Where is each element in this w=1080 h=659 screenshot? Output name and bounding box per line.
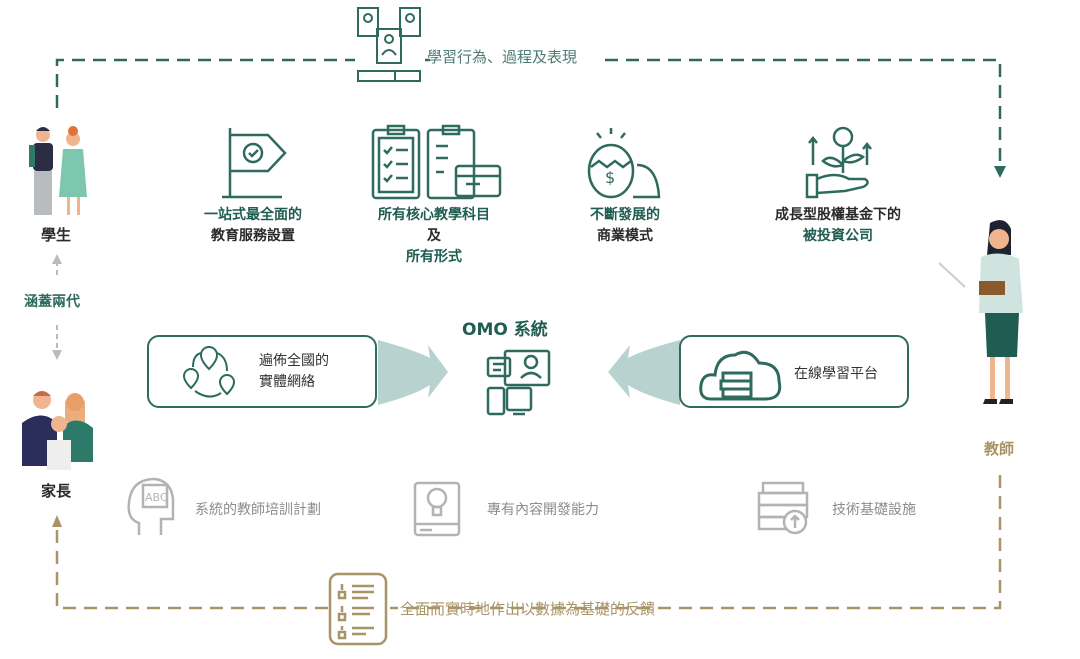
- feature-line: 及: [427, 228, 441, 244]
- feature-line: 教育服務設置: [211, 228, 295, 244]
- omo-title: OMO 系統: [462, 320, 548, 340]
- feature-line: 不斷發展的: [590, 207, 660, 223]
- feature-core-subjects: 所有核心教學科目及所有形式: [378, 205, 490, 268]
- cloud-books-icon: [699, 350, 782, 401]
- spans-two-generations-label: 涵蓋兩代: [24, 294, 80, 310]
- feature-business-model: 不斷發展的商業模式: [590, 205, 660, 247]
- feature-one-stop: 一站式最全面的教育服務設置: [204, 205, 302, 247]
- feature-line: 成長型股權基金下的: [775, 207, 901, 223]
- parents-illustration: [22, 391, 93, 470]
- lightbulb-book-icon: [413, 481, 461, 537]
- feature-investee-companies: 成長型股權基金下的被投資公司: [775, 205, 901, 247]
- learning-behaviour-icon: [357, 7, 421, 82]
- offline-line: 遍佈全國的: [259, 353, 329, 369]
- bottom-loop-label: 全面而實時地作出以數據為基礎的反饋: [400, 600, 656, 618]
- teacher-label: 教師: [984, 440, 1015, 458]
- online-platform-box: 在線學習平台: [679, 335, 909, 408]
- location-pins-icon: [182, 345, 236, 398]
- online-platform-label: 在線學習平台: [794, 366, 878, 382]
- svg-text:ABC: ABC: [145, 491, 168, 504]
- egg-dollar-icon: $: [587, 128, 661, 199]
- offline-network-box: 遍佈全國的 實體網絡: [147, 335, 377, 408]
- capability-tech-infrastructure: 技術基礎設施: [832, 502, 916, 518]
- parents-label: 家長: [41, 482, 72, 500]
- capability-content-development: 專有內容開發能力: [487, 502, 599, 518]
- feature-line: 一站式最全面的: [204, 207, 302, 223]
- hand-plant-icon: [805, 126, 872, 199]
- svg-text:$: $: [605, 168, 615, 187]
- capability-teacher-training: 系統的教師培訓計劃: [195, 502, 321, 518]
- abc-head-icon: ABC: [127, 477, 175, 535]
- feedback-report-icon: [328, 572, 388, 646]
- students-illustration: [29, 126, 87, 215]
- flag-check-icon: [222, 128, 287, 199]
- students-label: 學生: [41, 226, 72, 244]
- feature-line: 被投資公司: [803, 228, 873, 244]
- feature-line: 所有核心教學科目: [378, 207, 490, 223]
- omo-devices-icon: [486, 349, 551, 416]
- server-upload-icon: [757, 481, 809, 535]
- feature-line: 所有形式: [406, 249, 462, 265]
- offline-network-label: 遍佈全國的 實體網絡: [259, 351, 329, 393]
- feature-line: 商業模式: [597, 228, 653, 244]
- teacher-illustration: [938, 220, 1023, 404]
- top-loop-label: 學習行為、過程及表現: [427, 48, 578, 66]
- clipboards-icon: [371, 124, 502, 200]
- offline-line: 實體網絡: [259, 374, 315, 390]
